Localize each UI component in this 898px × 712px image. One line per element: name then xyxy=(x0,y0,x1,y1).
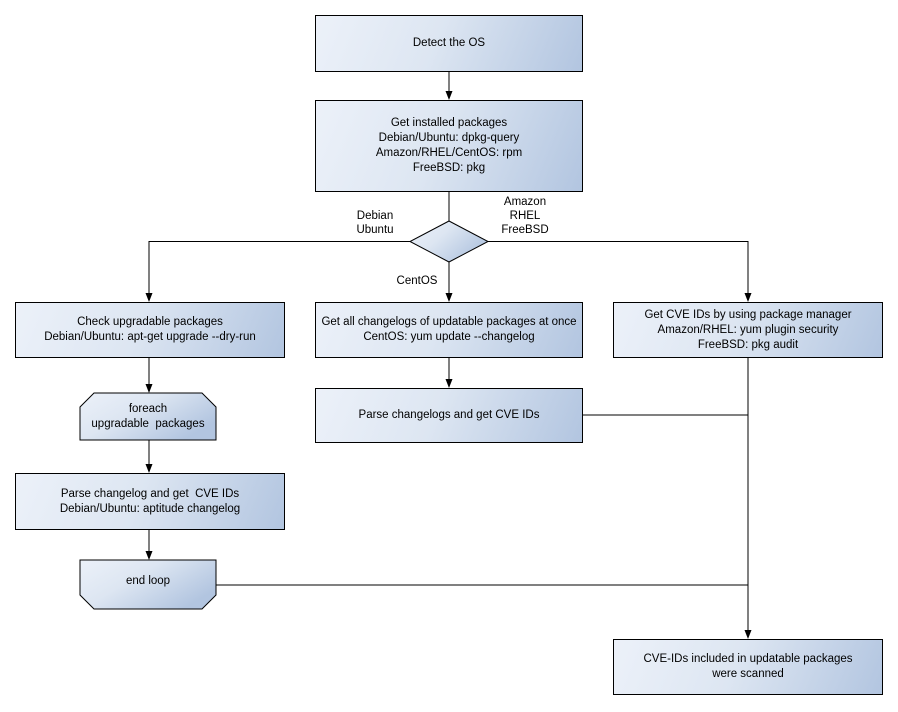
arrowhead-foreach xyxy=(145,384,153,393)
node-check-upgradable-packages-label: Check upgradable packages Debian/Ubuntu:… xyxy=(44,316,256,343)
node-get-all-changelogs: Get all changelogs of updatable packages… xyxy=(315,302,583,358)
node-detect-os: Detect the OS xyxy=(315,15,583,72)
node-get-installed-packages-label: Get installed packages Debian/Ubuntu: dp… xyxy=(375,117,523,174)
arrowhead-changelogs xyxy=(445,293,453,302)
node-get-cve-ids-package-manager-label: Get CVE IDs by using package manager Ama… xyxy=(644,308,852,351)
node-parse-changelogs-centos-label: Parse changelogs and get CVE IDs xyxy=(358,409,540,421)
node-get-all-changelogs-label: Get all changelogs of updatable packages… xyxy=(321,316,577,343)
edge-label-amazon-rhel-freebsd: Amazon RHEL FreeBSD xyxy=(501,196,549,236)
arrowhead-parse-changelog xyxy=(145,464,153,473)
arrowhead-installed xyxy=(445,91,453,100)
arrowhead-cve-ids xyxy=(744,293,752,302)
edge-decision-to-check-upgradable xyxy=(148,241,410,294)
node-parse-changelog-debian-label: Parse changelog and get CVE IDs Debian/U… xyxy=(59,487,241,515)
arrowhead-result xyxy=(744,630,752,639)
node-result-scanned-label: CVE-IDs included in updatable packages w… xyxy=(643,653,853,680)
arrowhead-end-loop xyxy=(145,551,153,560)
edge-decision-to-cve-ids xyxy=(488,241,749,294)
edge-label-debian-ubuntu: Debian Ubuntu xyxy=(356,210,394,236)
node-end-loop-label: end loop xyxy=(125,575,171,587)
loop-start-shape xyxy=(79,392,217,441)
node-foreach-loop-start-label: foreach upgradable packages xyxy=(91,402,205,430)
arrowhead-check-upgradable xyxy=(145,293,153,302)
node-detect-os-label: Detect the OS xyxy=(412,37,486,49)
node-foreach-loop-start: foreach upgradable packages xyxy=(80,393,216,440)
loop-end-shape xyxy=(79,559,217,610)
node-get-installed-packages: Get installed packages Debian/Ubuntu: dp… xyxy=(315,100,583,192)
node-get-cve-ids-package-manager: Get CVE IDs by using package manager Ama… xyxy=(613,302,883,358)
node-end-loop: end loop xyxy=(80,558,216,605)
node-result-scanned: CVE-IDs included in updatable packages w… xyxy=(613,639,883,695)
node-parse-changelogs-centos: Parse changelogs and get CVE IDs xyxy=(315,388,583,443)
decision-diamond xyxy=(408,220,490,263)
arrowhead-parse-centos xyxy=(445,379,453,388)
node-parse-changelog-debian: Parse changelog and get CVE IDs Debian/U… xyxy=(15,473,285,530)
node-check-upgradable-packages: Check upgradable packages Debian/Ubuntu:… xyxy=(15,302,285,358)
edge-label-centos: CentOS xyxy=(396,275,438,287)
